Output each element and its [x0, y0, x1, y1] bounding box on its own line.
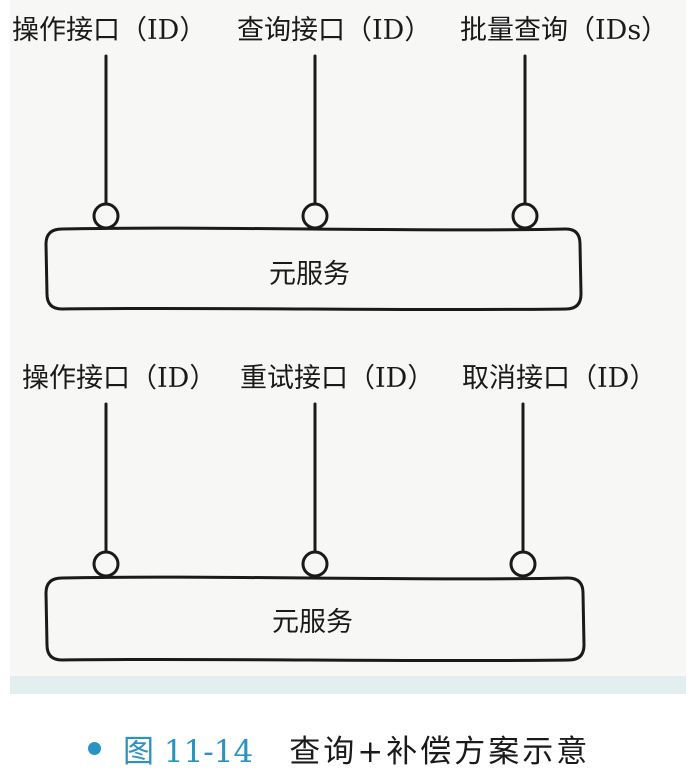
top-interface-label-2: 查询接口（ID） [237, 15, 432, 46]
figure-bottom-band [10, 676, 686, 694]
bottom-service-label: 元服务 [272, 607, 353, 638]
top-interface-label-3: 批量查询（IDs） [460, 15, 669, 46]
bottom-interface-label-3: 取消接口（ID） [462, 363, 657, 394]
bottom-interface-label-2: 重试接口（ID） [240, 363, 435, 394]
figure-caption: 图 11-14 查询+补偿方案示意 [88, 728, 591, 770]
bottom-interface-port-2 [301, 550, 329, 578]
caption-title: 查询+补偿方案示意 [289, 733, 591, 770]
caption-bullet-icon [88, 741, 101, 755]
bottom-interface-label-1: 操作接口（ID） [22, 363, 217, 394]
bottom-interface-port-1 [92, 550, 120, 578]
top-service-label: 元服务 [269, 259, 350, 290]
top-interface-port-1 [92, 202, 120, 230]
top-interface-port-3 [511, 202, 539, 230]
top-interface-label-1: 操作接口（ID） [12, 15, 207, 46]
top-interface-port-2 [301, 202, 329, 230]
caption-figure-number: 图 11-14 [123, 733, 254, 770]
bottom-service-box [44, 575, 586, 663]
top-service-box [44, 226, 583, 312]
bottom-interface-port-3 [509, 550, 537, 578]
